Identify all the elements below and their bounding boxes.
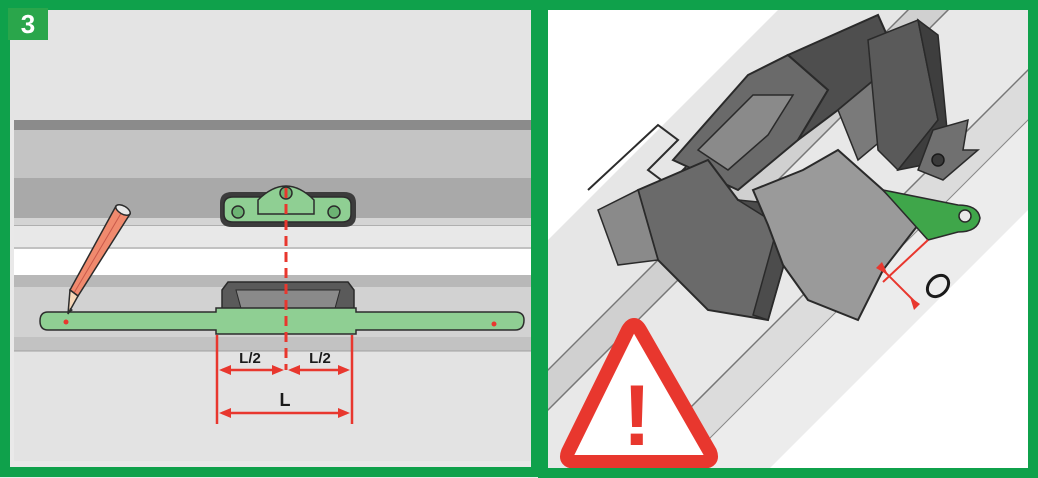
step-number: 3 (21, 9, 35, 39)
right-panel: O ! (538, 0, 1038, 478)
arrowhead (219, 408, 231, 418)
left-panel: L/2 L/2 L 3 (0, 0, 540, 478)
green-tab (880, 188, 981, 241)
hinge-housing (671, 13, 949, 192)
positioning-template (39, 307, 525, 335)
arrowhead (219, 365, 231, 375)
warning-glyph: ! (623, 368, 652, 464)
arrowhead (288, 365, 300, 375)
dimension-label-full: L (280, 390, 291, 410)
step-badge: 3 (8, 8, 48, 40)
template-mark-left (63, 319, 69, 325)
dimension-label-half-left: L/2 (239, 350, 261, 367)
pencil-icon (67, 203, 132, 315)
gap-indicator (876, 239, 929, 310)
upper-frame-rail (14, 120, 534, 249)
warning-icon: ! (560, 318, 718, 469)
arrowhead (338, 408, 350, 418)
arrowhead (272, 365, 284, 375)
tab-hole (958, 209, 972, 223)
keeper-screw-left (231, 205, 245, 219)
bracket (917, 118, 981, 181)
arrowhead (338, 365, 350, 375)
right-panel-border (538, 0, 1038, 478)
gap-symbol-ring (925, 273, 951, 299)
dimension-label-half-right: L/2 (309, 350, 331, 367)
keeper-screw-right (327, 205, 341, 219)
template-mark-right (491, 321, 497, 327)
left-panel-border (0, 0, 540, 477)
dimension-markings (215, 335, 354, 424)
keeper-part (220, 185, 356, 227)
